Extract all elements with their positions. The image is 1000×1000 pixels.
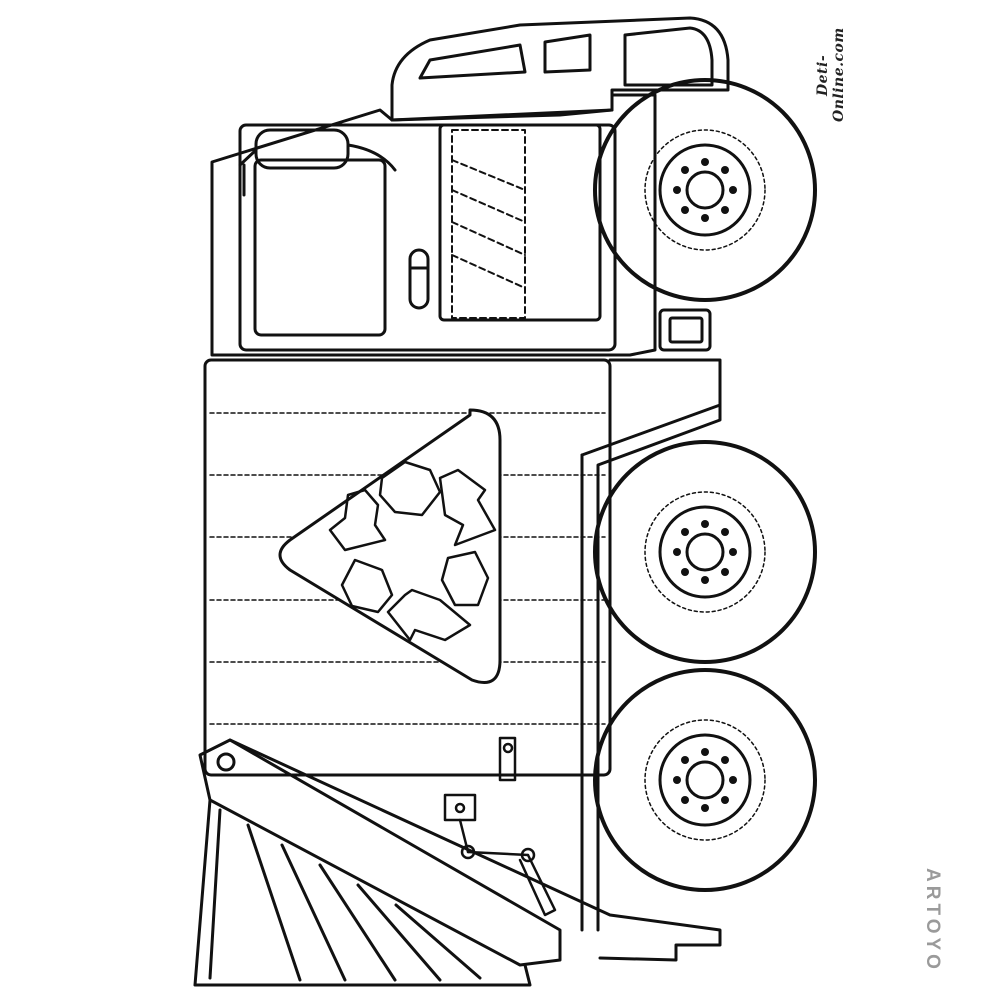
brand-watermark: ARTOYO [922,868,943,973]
recycle-icon [328,460,497,642]
side-mirror [238,128,397,197]
site-watermark: Deti-Online.com [815,27,847,123]
garbage-container [203,358,722,932]
door-handle [408,248,430,310]
hydraulic-arm [443,736,557,917]
middle-wheel [593,440,817,664]
rear-wheel [593,668,817,892]
cab-roof [390,16,730,122]
rear-compactor [193,738,722,987]
front-bumper [658,308,712,352]
cab-window [253,158,387,337]
truck-cab [210,93,657,357]
door-stripes [451,129,526,319]
front-wheel [593,78,817,302]
recycle-triangle [278,408,502,684]
cab-door [438,123,602,322]
